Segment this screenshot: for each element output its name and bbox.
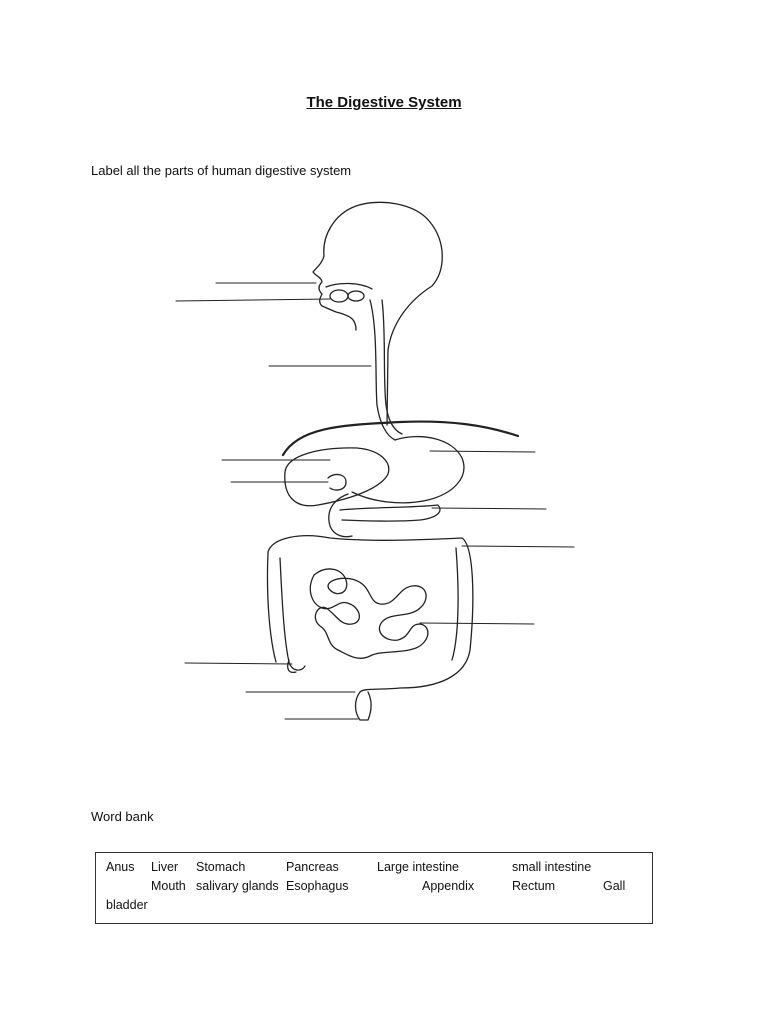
word-salivary-glands: salivary glands xyxy=(196,879,279,893)
small-intestine-shape xyxy=(309,568,429,659)
salivary-gland-shape xyxy=(329,289,349,303)
head-outline xyxy=(312,201,443,426)
word-small-intestine: small intestine xyxy=(512,860,592,874)
rectum-shape xyxy=(354,691,372,721)
word-mouth: Mouth xyxy=(151,879,186,893)
diaphragm-shape xyxy=(281,420,520,457)
word-esophagus: Esophagus xyxy=(286,879,349,893)
word-gall: Gall xyxy=(603,879,626,893)
word-appendix: Appendix xyxy=(422,879,475,893)
word-large-intestine: Large intestine xyxy=(377,860,460,874)
appendix-shape xyxy=(287,659,297,674)
digestive-system-diagram xyxy=(175,201,575,721)
gall-bladder-shape xyxy=(327,473,347,491)
instruction-text: Label all the parts of human digestive s… xyxy=(91,163,352,178)
esophagus-shape xyxy=(369,299,396,441)
word-pancreas: Pancreas xyxy=(286,860,339,874)
word-bank-box: Anus Liver Stomach Pancreas Large intest… xyxy=(95,852,653,924)
label-lines xyxy=(175,282,575,720)
word-bladder: bladder xyxy=(106,898,148,912)
word-bank-heading: Word bank xyxy=(91,809,154,824)
word-stomach: Stomach xyxy=(196,860,246,874)
word-rectum: Rectum xyxy=(512,879,556,893)
liver-shape xyxy=(284,447,390,507)
word-liver: Liver xyxy=(151,860,179,874)
stomach-shape xyxy=(351,435,465,504)
pancreas-shape xyxy=(339,504,441,522)
page-title: The Digestive System xyxy=(306,94,462,111)
salivary-gland-shape xyxy=(347,290,365,302)
large-intestine-shape xyxy=(267,535,474,693)
word-anus: Anus xyxy=(106,860,135,874)
